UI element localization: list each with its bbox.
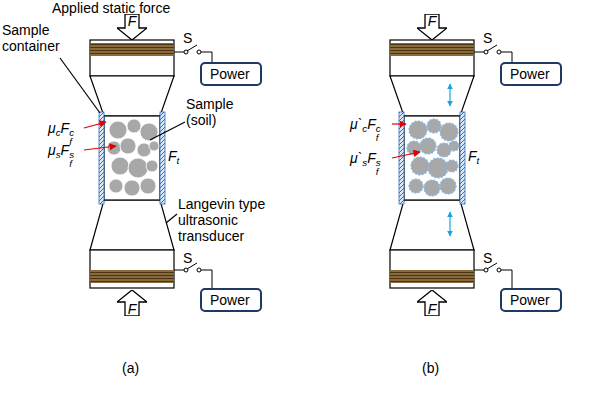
- soil-particle: [124, 180, 140, 196]
- text-label: (a): [122, 360, 139, 376]
- piezo-stack: [90, 270, 174, 283]
- power-supply-box: Power: [200, 62, 262, 86]
- leader-line: [60, 58, 100, 113]
- piezo-stack: [90, 43, 174, 56]
- switch: [474, 263, 512, 288]
- soil-particle: [409, 121, 427, 139]
- vibration-arrow: [449, 84, 450, 106]
- soil-particle: [109, 121, 127, 139]
- force-arrow-symbol: F: [417, 14, 447, 40]
- container-wall: [99, 112, 104, 204]
- soil-particle: [440, 178, 456, 194]
- box-label: Power: [510, 66, 550, 82]
- soil-particle: [128, 158, 148, 178]
- force-symbol: μ`sFfs: [350, 150, 381, 176]
- soil-particle: [409, 179, 423, 193]
- soil-particle: [427, 119, 441, 133]
- leader-line: [150, 122, 185, 140]
- force-label: F: [117, 302, 147, 316]
- force-symbol: Ft: [468, 148, 479, 169]
- container-wall: [460, 112, 465, 204]
- force-arrow-symbol: F: [117, 14, 147, 40]
- force-symbol: μsFfs: [48, 142, 74, 168]
- soil-particle: [428, 158, 448, 178]
- switch: [174, 263, 212, 288]
- soil-particle: [120, 138, 136, 154]
- box-label: Power: [510, 292, 550, 308]
- box-label: Power: [210, 66, 250, 82]
- switch: [174, 45, 212, 62]
- force-label: F: [117, 14, 147, 28]
- text-label: Sample container: [2, 22, 74, 54]
- force-arrow-symbol: F: [117, 290, 147, 316]
- soil-particle: [437, 143, 451, 157]
- piezo-stack: [390, 270, 474, 283]
- leader-line: [166, 214, 177, 223]
- force-symbol: μ`cFfc: [350, 116, 381, 142]
- text-label: (b): [422, 360, 439, 376]
- force-symbol: Ft: [168, 148, 179, 169]
- soil-particle: [149, 141, 159, 151]
- container-wall: [399, 112, 404, 204]
- soil-particle: [146, 160, 158, 172]
- soil-particle: [140, 123, 158, 141]
- text-label: S: [183, 30, 192, 46]
- soil-particle: [111, 157, 129, 175]
- transducer-assembly: [390, 40, 512, 288]
- soil-particle: [140, 178, 156, 194]
- power-supply-box: Power: [500, 288, 562, 312]
- soil-particle: [446, 160, 458, 172]
- transducer-block: [90, 250, 174, 288]
- transducer-block: [390, 40, 474, 76]
- transducer-block: [90, 40, 174, 76]
- text-label: Sample (soil): [186, 96, 244, 128]
- transducer-block: [390, 250, 474, 288]
- horn: [90, 200, 174, 250]
- force-arrow: [392, 123, 406, 124]
- switch: [474, 45, 512, 62]
- text-label: Applied static force: [52, 0, 170, 16]
- force-arrow-symbol: F: [417, 290, 447, 316]
- force-arrow: [392, 152, 420, 158]
- soil-particle: [420, 138, 436, 154]
- sample-container: [104, 116, 160, 200]
- vibration-arrow: [449, 212, 450, 236]
- force-label: F: [417, 14, 447, 28]
- text-label: S: [183, 250, 192, 266]
- text-label: S: [483, 250, 492, 266]
- sample-container: [404, 116, 460, 200]
- soil-particle: [109, 179, 123, 193]
- container-wall: [160, 112, 165, 204]
- force-label: F: [417, 302, 447, 316]
- soil-particle: [440, 123, 458, 141]
- power-supply-box: Power: [500, 62, 562, 86]
- force-arrow: [84, 146, 116, 150]
- soil-particle: [411, 157, 429, 175]
- piezo-stack: [390, 43, 474, 56]
- soil-particle: [449, 141, 459, 151]
- horn: [390, 200, 474, 250]
- box-label: Power: [210, 292, 250, 308]
- soil-particle: [127, 119, 141, 133]
- horn: [390, 76, 474, 116]
- text-label: Langevin type ultrasonic transducer: [178, 196, 282, 244]
- force-arrow: [84, 122, 106, 128]
- horn: [90, 76, 174, 116]
- transducer-assembly: [60, 40, 212, 288]
- soil-particle: [107, 141, 121, 155]
- power-supply-box: Power: [200, 288, 262, 312]
- text-label: S: [483, 30, 492, 46]
- soil-particle: [424, 180, 440, 196]
